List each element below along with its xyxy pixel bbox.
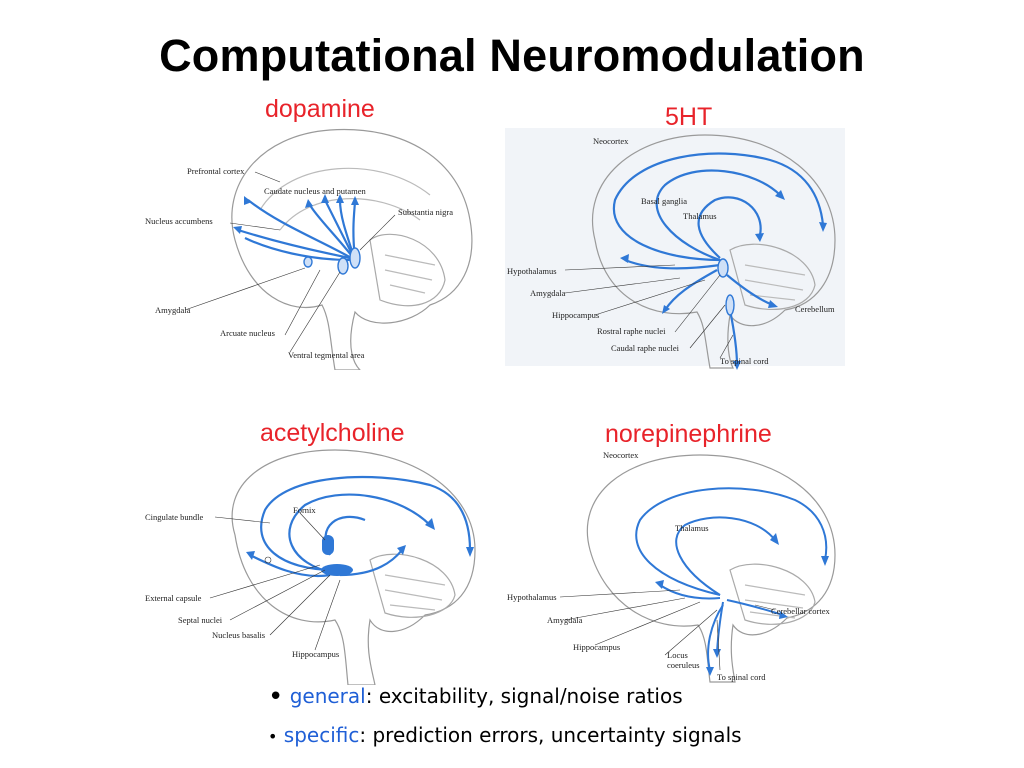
acetylcholine-brain-diagram: [209, 449, 476, 685]
bullet-dot: •: [268, 682, 284, 712]
label-hippocampus-ach: Hippocampus: [292, 649, 340, 659]
label-septal-nuclei: Septal nuclei: [178, 615, 223, 625]
bullet-general: • general: excitability, signal/noise ra…: [268, 682, 683, 712]
label-substantia-nigra: Substantia nigra: [398, 207, 454, 217]
dopamine-title: dopamine: [265, 95, 375, 123]
label-caudal-raphe: Caudal raphe nuclei: [611, 343, 679, 353]
label-cerebellar-cortex: Cerebellar cortex: [771, 606, 830, 616]
label-nucleus-basalis: Nucleus basalis: [212, 630, 266, 640]
label-thalamus-ne: Thalamus: [675, 523, 709, 533]
label-cingulate-bundle: Cingulate bundle: [145, 512, 204, 522]
dopamine-pathways: [237, 199, 357, 262]
label-coeruleus: coeruleus: [667, 660, 700, 670]
label-neocortex-ne: Neocortex: [603, 450, 639, 460]
label-amygdala-ne: Amygdala: [547, 615, 583, 625]
label-external-capsule: External capsule: [145, 593, 202, 603]
label-hippocampus-ne: Hippocampus: [573, 642, 621, 652]
serotonin-pathways: [612, 152, 825, 366]
bullet-keyword-general: general: [289, 684, 366, 708]
bullet-text-general: : excitability, signal/noise ratios: [365, 684, 683, 708]
label-cerebellum: Cerebellum: [795, 304, 835, 314]
norepinephrine-title: norepinephrine: [605, 420, 772, 448]
acetylcholine-panel: acetylcholine Cingulate bundle Fornix Ex…: [140, 415, 485, 685]
label-prefrontal-cortex: Prefrontal cortex: [187, 166, 245, 176]
label-arcuate: Arcuate nucleus: [220, 328, 275, 338]
dopamine-brain-diagram: [184, 128, 473, 370]
dopamine-panel: dopamine Prefrontal cortex Caudate nucle…: [140, 90, 485, 370]
label-locus: Locus: [667, 650, 688, 660]
label-amygdala-5ht: Amygdala: [530, 288, 566, 298]
label-spinal-cord-ne: To spinal cord: [717, 672, 766, 682]
bullet-text-specific: : prediction errors, uncertainty signals: [359, 723, 742, 747]
bullet-dot: •: [268, 727, 278, 746]
acetylcholine-pathways: [249, 475, 472, 578]
label-hypothalamus-ne: Hypothalamus: [507, 592, 557, 602]
slide-title: Computational Neuromodulation: [159, 30, 865, 81]
label-caudate: Caudate nucleus and putamen: [264, 186, 366, 196]
bullet-specific: • specific: prediction errors, uncertain…: [268, 723, 742, 747]
norepinephrine-pathways: [635, 487, 828, 671]
bullet-keyword-specific: specific: [283, 723, 360, 747]
label-amygdala: Amygdala: [155, 305, 191, 315]
label-hypothalamus: Hypothalamus: [507, 266, 557, 276]
acetylcholine-title: acetylcholine: [260, 419, 405, 447]
label-rostral-raphe: Rostral raphe nuclei: [597, 326, 666, 336]
label-basal-ganglia: Basal ganglia: [641, 196, 688, 206]
label-hippocampus-5ht: Hippocampus: [552, 310, 600, 320]
label-neocortex: Neocortex: [593, 136, 629, 146]
label-vta: Ventral tegmental area: [288, 350, 365, 360]
serotonin-panel: 5HT Neocortex Basal ganglia Thalamus Hyp…: [505, 100, 845, 370]
label-spinal-cord-5ht: To spinal cord: [720, 356, 769, 366]
serotonin-title: 5HT: [665, 103, 713, 131]
serotonin-brain-diagram: [505, 128, 845, 370]
label-fornix: Fornix: [293, 505, 316, 515]
label-nucleus-accumbens: Nucleus accumbens: [145, 216, 213, 226]
label-thalamus: Thalamus: [683, 211, 717, 221]
norepinephrine-panel: norepinephrine Neocortex Thalamus Hypoth…: [505, 420, 845, 685]
norepinephrine-brain-diagram: [559, 454, 836, 683]
